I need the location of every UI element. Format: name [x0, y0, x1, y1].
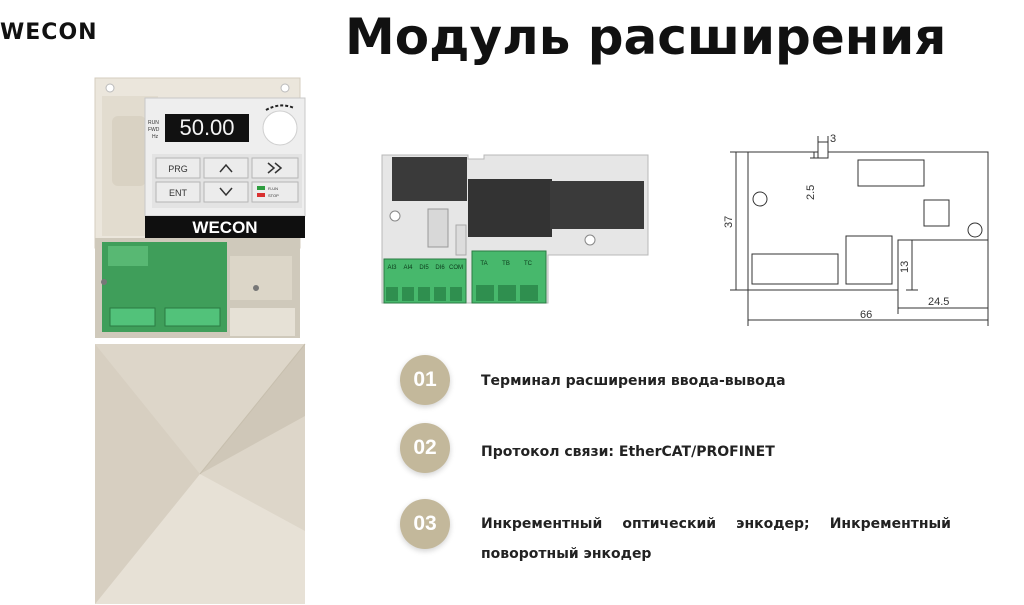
up-button[interactable] — [203, 157, 249, 179]
dim-notch-depth: 2.5 — [805, 185, 817, 200]
ent-button[interactable] — [155, 181, 201, 203]
indicator-fwd: FWD — [148, 127, 160, 133]
expansion-board-illustration: AI3 AI4 DI5 DI6 COM TA TB TC — [381, 154, 649, 304]
terminal-label-tc: TC — [524, 261, 533, 267]
stop-led — [257, 193, 265, 197]
terminal-label-tb: TB — [502, 261, 510, 267]
wecon-logo: WECON — [0, 20, 98, 45]
terminal-label-di6: DI6 — [435, 265, 445, 271]
feature-text: Инкрементный оптический энкодер; Инкреме… — [481, 516, 951, 562]
down-button[interactable] — [203, 181, 249, 203]
feature-number-badge: 01 — [400, 355, 450, 405]
inverter-illustration: 50.00 RUN FWD Hz PRG ENT R-UN STOP WECON — [94, 77, 306, 604]
run-led-label: R-UN — [268, 186, 278, 191]
feature-text: Протокол связи: EtherCAT/PROFINET — [481, 444, 775, 460]
prg-button[interactable] — [155, 157, 201, 179]
lcd-display-value: 50.00 — [179, 115, 234, 140]
indicator-run: RUN — [148, 120, 159, 126]
run-led — [257, 186, 265, 190]
prg-button-label: PRG — [168, 164, 188, 174]
terminal-label-ai3: AI3 — [387, 265, 397, 271]
feature-text: Терминал расширения ввода-вывода — [481, 373, 786, 389]
dim-cutout-height: 13 — [899, 261, 911, 273]
terminal-label-com: COM — [449, 265, 463, 271]
up-arrow-icon — [219, 163, 233, 173]
down-arrow-icon — [219, 187, 233, 197]
terminal-label-di5: DI5 — [419, 265, 429, 271]
run-stop-button[interactable] — [251, 181, 299, 203]
page-title: Модуль расширения — [345, 8, 947, 66]
dim-width: 66 — [860, 309, 872, 321]
feature-number-badge: 03 — [400, 499, 450, 549]
terminal-label-ta: TA — [480, 261, 487, 267]
dimension-drawing: 3 2.5 37 13 24.5 66 — [723, 133, 989, 326]
ent-button-label: ENT — [169, 188, 188, 198]
feature-number-badge: 02 — [400, 423, 450, 473]
shift-icon — [267, 162, 283, 174]
dim-notch-width: 3 — [830, 133, 836, 145]
dim-cutout-width: 24.5 — [928, 296, 949, 308]
stop-led-label: STOP — [268, 193, 279, 198]
indicator-hz: Hz — [152, 134, 159, 140]
terminal-label-ai4: AI4 — [403, 265, 413, 271]
panel-logo-text: WECON — [192, 218, 257, 237]
dim-height: 37 — [723, 216, 735, 228]
